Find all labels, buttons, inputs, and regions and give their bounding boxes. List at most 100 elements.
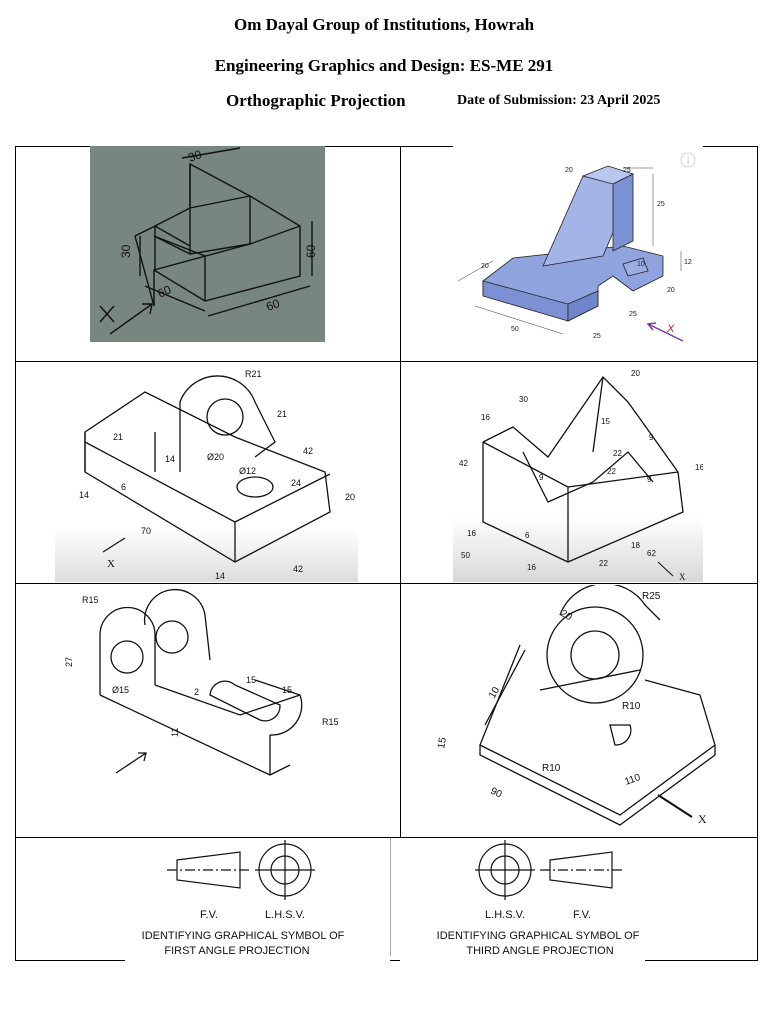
ring-bracket-drawing: R25 20 10 R10 15 R10 90 110 X [436, 585, 716, 826]
institution-title: Om Dayal Group of Institutions, Howrah [233, 15, 535, 34]
dim-label: 25 [593, 333, 601, 340]
figure-double-lug-base: R15 27 Ø15 15 15 2 11 R15 [60, 585, 380, 805]
dim-label: 110 [623, 772, 642, 788]
dim-label: R10 [622, 701, 641, 712]
dim-label: 12 [684, 259, 692, 266]
fv-label: F.V. [200, 909, 218, 921]
arrow-label: X [679, 572, 686, 582]
dim-label: 16 [481, 413, 490, 422]
stepped-block-drawing: 30 30 60 60 60 [99, 147, 318, 335]
dim-label: 21 [113, 432, 123, 442]
dim-label: 18 [631, 541, 640, 550]
dim-label: 90 [489, 786, 504, 801]
dim-label: 6 [121, 482, 126, 492]
figure-v-block: 20 30 16 15 9 42 22 9 22 9 16 16 6 50 16… [453, 362, 703, 582]
dim-label: 70 [141, 526, 151, 536]
dim-label: 20 [565, 167, 573, 174]
table-row-divider [15, 361, 758, 362]
table-row-divider [15, 837, 758, 838]
info-icon[interactable]: i [687, 156, 689, 167]
symbol-caption: THIRD ANGLE PROJECTION [466, 945, 613, 957]
dim-label: 6 [525, 531, 530, 540]
v-block-drawing: 20 30 16 15 9 42 22 9 22 9 16 16 6 50 16… [453, 362, 703, 582]
arrow-label: X [698, 812, 707, 826]
dim-label: Ø15 [112, 685, 129, 695]
first-angle-symbol: F.V. L.H.S.V. IDENTIFYING GRAPHICAL SYMB… [125, 838, 390, 962]
dim-label: 42 [459, 459, 468, 468]
dim-label: 15 [282, 685, 292, 695]
dim-label: 27 [64, 657, 74, 667]
dim-label: 9 [649, 433, 654, 442]
course-title: Engineering Graphics and Design: ES-ME 2… [214, 56, 554, 75]
dim-label: 50 [461, 551, 470, 560]
dim-label: 15 [436, 736, 449, 749]
dim-label: 25 [623, 167, 631, 174]
dim-label: Ø20 [207, 452, 224, 462]
dim-label: 22 [607, 467, 616, 476]
dim-label: R15 [322, 717, 339, 727]
dim-label: 14 [215, 571, 225, 581]
dim-label: 50 [511, 326, 519, 333]
dim-label: 24 [291, 478, 301, 488]
dim-label: 14 [79, 490, 89, 500]
dim-label: 42 [303, 446, 313, 456]
dim-label: 16 [467, 529, 476, 538]
dim-label: 9 [539, 473, 544, 482]
dim-label: 20 [559, 608, 575, 623]
dim-label: 25 [657, 201, 665, 208]
dim-label: 16 [527, 563, 536, 572]
dim-label: 10 [637, 261, 645, 268]
dim-label: 11 [170, 728, 180, 737]
dim-label: 15 [246, 675, 256, 685]
dim-label: 16 [695, 463, 703, 472]
third-angle-symbol: L.H.S.V. F.V. IDENTIFYING GRAPHICAL SYMB… [400, 838, 645, 962]
figure-blue-inclined-block: i X 20 25 25 20 12 10 20 25 25 50 [453, 146, 703, 360]
dim-label: 2 [194, 687, 199, 697]
dim-label: 30 [519, 395, 528, 404]
symbol-caption: FIRST ANGLE PROJECTION [164, 945, 309, 957]
dim-label: 25 [629, 311, 637, 318]
figure-lug-bracket: R21 21 21 14 Ø20 42 Ø12 24 20 14 6 70 14… [55, 362, 358, 582]
topic-title: Orthographic Projection [226, 91, 406, 110]
view-arrow [647, 323, 684, 342]
dim-label: 22 [613, 449, 622, 458]
dim-label: R15 [82, 595, 99, 605]
first-angle-drawing: F.V. L.H.S.V. IDENTIFYING GRAPHICAL SYMB… [142, 840, 345, 957]
dim-label: 60 [304, 244, 318, 258]
figure-ring-bracket: R25 20 10 R10 15 R10 90 110 X [430, 585, 755, 835]
dim-label: 30 [119, 244, 133, 258]
dim-label: 62 [647, 549, 656, 558]
lug-bracket-drawing: R21 21 21 14 Ø20 42 Ø12 24 20 14 6 70 14… [55, 362, 358, 582]
symbol-caption: IDENTIFYING GRAPHICAL SYMBOL OF [437, 930, 640, 942]
dim-label: 20 [631, 369, 640, 378]
dim-label: 10 [487, 685, 502, 701]
table-row-divider [15, 583, 758, 584]
info-icon-ring [680, 152, 696, 168]
dim-label: 60 [264, 296, 282, 314]
dim-label: Ø12 [239, 466, 256, 476]
dim-label: 30 [186, 147, 204, 165]
blue-block-drawing: i X 20 25 25 20 12 10 20 25 25 50 [457, 152, 696, 342]
symbol-caption: IDENTIFYING GRAPHICAL SYMBOL OF [142, 930, 345, 942]
dim-label: 42 [293, 564, 303, 574]
symbol-divider [390, 838, 391, 956]
dim-label: 15 [601, 417, 610, 426]
dim-label: 20 [481, 263, 489, 270]
dim-label: 21 [277, 409, 287, 419]
table-vertical-divider [400, 146, 401, 837]
dim-label: 14 [165, 454, 175, 464]
submission-date: Date of Submission: 23 April 2025 [457, 93, 661, 108]
double-lug-drawing: R15 27 Ø15 15 15 2 11 R15 [64, 588, 339, 776]
dim-label: 20 [345, 492, 355, 502]
dim-label: R25 [642, 591, 661, 602]
dim-label: 22 [599, 559, 608, 568]
figure-stepped-block: 30 30 60 60 60 [90, 146, 325, 342]
dim-label: R10 [542, 763, 561, 774]
fv-label: F.V. [573, 909, 591, 921]
arrow-label: X [107, 558, 115, 570]
lhsv-label: L.H.S.V. [485, 909, 525, 921]
dim-label: 9 [647, 475, 652, 484]
dim-label: 20 [667, 287, 675, 294]
third-angle-drawing: L.H.S.V. F.V. IDENTIFYING GRAPHICAL SYMB… [437, 840, 640, 957]
dim-label: 60 [155, 282, 173, 300]
